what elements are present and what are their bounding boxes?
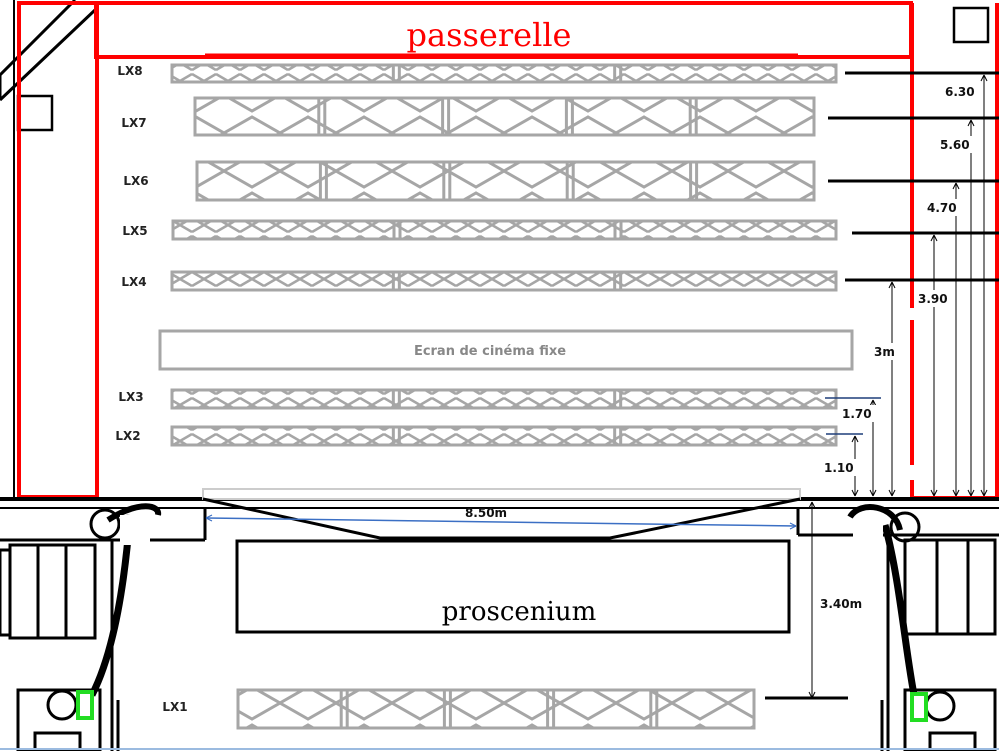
bar-label: LX8 xyxy=(117,64,142,78)
height-dimension-lx4: 3m xyxy=(845,278,999,497)
proscenium-label: proscenium xyxy=(442,597,596,627)
height-label: 3m xyxy=(874,345,895,359)
depth-dimension-label: 3.40m xyxy=(820,597,862,611)
bar-label: LX3 xyxy=(118,390,143,404)
height-dimension-lx2: 1.10 xyxy=(821,433,863,497)
height-label: 5.60 xyxy=(940,138,970,152)
right-wing xyxy=(847,504,997,751)
passerelle-label: passerelle xyxy=(407,16,572,54)
height-dimension-lx8: 6.30 xyxy=(845,71,999,497)
stage-edge xyxy=(0,488,999,542)
truss-lx1: LX1 xyxy=(162,688,756,730)
left-marker xyxy=(76,690,94,720)
truss-lx4: LX4 xyxy=(121,270,838,292)
cinema-screen xyxy=(158,329,854,371)
passerelle-outline xyxy=(17,1,999,500)
bar-label: LX1 xyxy=(162,700,187,714)
truss-lx7: LX7 xyxy=(121,96,816,137)
truss-lx3: LX3 xyxy=(118,388,838,410)
bar-label: LX2 xyxy=(115,429,140,443)
height-dimension-lx3: 1.70 xyxy=(825,397,881,497)
left-wing xyxy=(0,503,162,751)
height-label: 1.10 xyxy=(824,461,854,475)
height-dimension-lx6: 4.70 xyxy=(828,179,999,497)
height-label: 3.90 xyxy=(918,292,948,306)
truss-lx6: LX6 xyxy=(123,160,816,202)
proscenium xyxy=(235,539,791,634)
height-label: 6.30 xyxy=(945,85,975,99)
height-label: 4.70 xyxy=(927,201,957,215)
truss-lx8: LX8 xyxy=(117,63,838,84)
width-dimension-label: 8.50m xyxy=(465,506,507,520)
height-dimension-lx5: 3.90 xyxy=(852,231,999,497)
bar-label: LX7 xyxy=(121,116,146,130)
height-dimension-lx7: 5.60 xyxy=(828,116,999,497)
width-dimension xyxy=(205,514,797,530)
depth-dimension xyxy=(765,501,848,700)
bar-label: LX6 xyxy=(123,174,148,188)
height-label: 1.70 xyxy=(842,407,872,421)
truss-lx5: LX5 xyxy=(122,219,838,241)
truss-lx2: LX2 xyxy=(115,425,838,447)
bar-label: LX4 xyxy=(121,275,146,289)
cinema-screen-label: Ecran de cinéma fixe xyxy=(414,344,566,359)
bar-label: LX5 xyxy=(122,224,147,238)
right-marker xyxy=(910,692,928,722)
